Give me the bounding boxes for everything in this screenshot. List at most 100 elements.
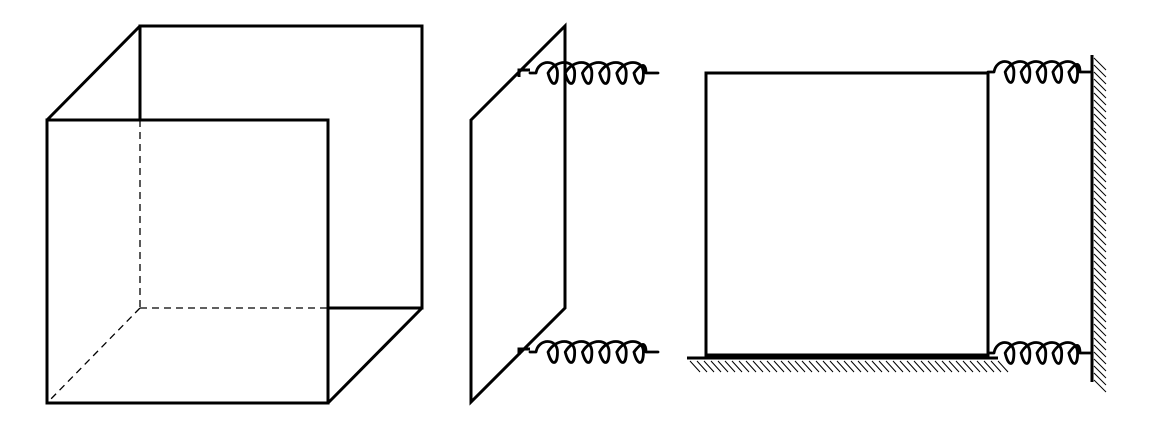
wall-hatch-line bbox=[1093, 372, 1107, 386]
ground-hatch-line bbox=[885, 360, 897, 373]
ground-hatch-line bbox=[703, 360, 715, 373]
ground-hatch-line bbox=[689, 360, 701, 373]
wall-hatch-line bbox=[1093, 197, 1107, 211]
ground-hatch-line bbox=[787, 360, 799, 373]
wall-hatch-line bbox=[1093, 302, 1107, 316]
wall-hatch-line bbox=[1093, 64, 1107, 78]
wall-hatch-line bbox=[1093, 274, 1107, 288]
ground-hatch-line bbox=[983, 360, 995, 373]
wall-hatch-line bbox=[1093, 337, 1107, 351]
ground-hatch-line bbox=[899, 360, 911, 373]
wall-hatch-line bbox=[1093, 260, 1107, 274]
spring-bottom-to-wall bbox=[986, 341, 1094, 365]
ground-hatch-line bbox=[766, 360, 778, 373]
ground-hatch-line bbox=[892, 360, 904, 373]
wall-hatch-line bbox=[1093, 169, 1107, 183]
wall-hatch-line bbox=[1093, 379, 1107, 393]
ground-hatch-line bbox=[990, 360, 1002, 373]
ground-hatch-line bbox=[955, 360, 967, 373]
spring-bottom bbox=[528, 340, 660, 364]
ground-hatch-line bbox=[696, 360, 708, 373]
ground-hatch-line bbox=[724, 360, 736, 373]
wall-hatch-line bbox=[1093, 134, 1107, 148]
ground-hatch-line bbox=[836, 360, 848, 373]
ground-hatch-line bbox=[710, 360, 722, 373]
cube-diagram bbox=[45, 24, 424, 405]
wall-hatch-line bbox=[1093, 162, 1107, 176]
wall-hatch-line bbox=[1093, 148, 1107, 162]
wall-hatch-line bbox=[1093, 127, 1107, 141]
wall-hatch-line bbox=[1093, 113, 1107, 127]
ground-hatch-line bbox=[864, 360, 876, 373]
spring-top bbox=[528, 61, 660, 85]
ground-hatch-line bbox=[871, 360, 883, 373]
cube-edge-bottom-right bbox=[326, 306, 424, 405]
ground-hatch-line bbox=[752, 360, 764, 373]
wall-hatch-line bbox=[1093, 330, 1107, 344]
ground-hatch-line bbox=[843, 360, 855, 373]
wall-hatch-line bbox=[1093, 288, 1107, 302]
ground-hatch-line bbox=[829, 360, 841, 373]
wall-hatch-line bbox=[1093, 225, 1107, 239]
wall-hatch-line bbox=[1093, 239, 1107, 253]
ground-hatch-line bbox=[801, 360, 813, 373]
ground-hatch-line bbox=[808, 360, 820, 373]
ground-hatch-line bbox=[962, 360, 974, 373]
wall-hatch-line bbox=[1093, 232, 1107, 246]
wall-hatch-line bbox=[1093, 204, 1107, 218]
spring-coil bbox=[528, 340, 660, 364]
ground-hatch-line bbox=[738, 360, 750, 373]
wall-hatch-line bbox=[1093, 309, 1107, 323]
spring-coil bbox=[986, 60, 1094, 84]
ground-hatch-line bbox=[976, 360, 988, 373]
ground-hatch-line bbox=[913, 360, 925, 373]
ground-hatch-line bbox=[815, 360, 827, 373]
ground-hatch-line bbox=[927, 360, 939, 373]
ground-hatch-line bbox=[941, 360, 953, 373]
wall-hatch-line bbox=[1093, 57, 1107, 71]
wall-hatch-line bbox=[1093, 351, 1107, 365]
wall-hatch-line bbox=[1093, 253, 1107, 267]
ground-hatch-line bbox=[934, 360, 946, 373]
wall-hatch-line bbox=[1093, 358, 1107, 372]
ground-hatch-line bbox=[759, 360, 771, 373]
wall-hatch-line bbox=[1093, 176, 1107, 190]
ground-hatch-line bbox=[850, 360, 862, 373]
ground-hatch-line bbox=[969, 360, 981, 373]
wall-hatch-line bbox=[1093, 106, 1107, 120]
wall-hatch-line bbox=[1093, 155, 1107, 169]
ground-hatch-line bbox=[920, 360, 932, 373]
wall-hatch-line bbox=[1093, 323, 1107, 337]
ground-hatch-line bbox=[997, 360, 1009, 373]
wall-hatch-line bbox=[1093, 71, 1107, 85]
wall-hatch-line bbox=[1093, 190, 1107, 204]
cube-back-face bbox=[138, 24, 424, 310]
ground-hatch-line bbox=[780, 360, 792, 373]
block bbox=[704, 71, 990, 357]
tilted-plate-diagram bbox=[469, 22, 660, 406]
wall-hatch-line bbox=[1093, 183, 1107, 197]
cube-hidden-edge-diagonal bbox=[46, 307, 141, 404]
wall-hatch-line bbox=[1093, 267, 1107, 281]
spring-top-to-wall bbox=[986, 60, 1094, 84]
cube-edge-top-left bbox=[45, 24, 142, 122]
wall-hatch-line bbox=[1093, 295, 1107, 309]
ground-hatch-line bbox=[948, 360, 960, 373]
wall-hatch-line bbox=[1093, 246, 1107, 260]
ground-hatch-line bbox=[906, 360, 918, 373]
cube-front-face bbox=[45, 118, 330, 405]
wall-hatch-line bbox=[1093, 78, 1107, 92]
ground-hatch-line bbox=[773, 360, 785, 373]
ground-hatch-line bbox=[822, 360, 834, 373]
wall-hatch-line bbox=[1093, 344, 1107, 358]
wall-hatch-line bbox=[1093, 120, 1107, 134]
block-diagram bbox=[687, 55, 1107, 393]
ground-hatch-line bbox=[794, 360, 806, 373]
ground-hatching bbox=[689, 360, 1009, 373]
tilted-plate bbox=[469, 22, 567, 406]
ground-hatch-line bbox=[731, 360, 743, 373]
ground-hatch-line bbox=[717, 360, 729, 373]
wall-hatch-line bbox=[1093, 211, 1107, 225]
ground-hatch-line bbox=[857, 360, 869, 373]
